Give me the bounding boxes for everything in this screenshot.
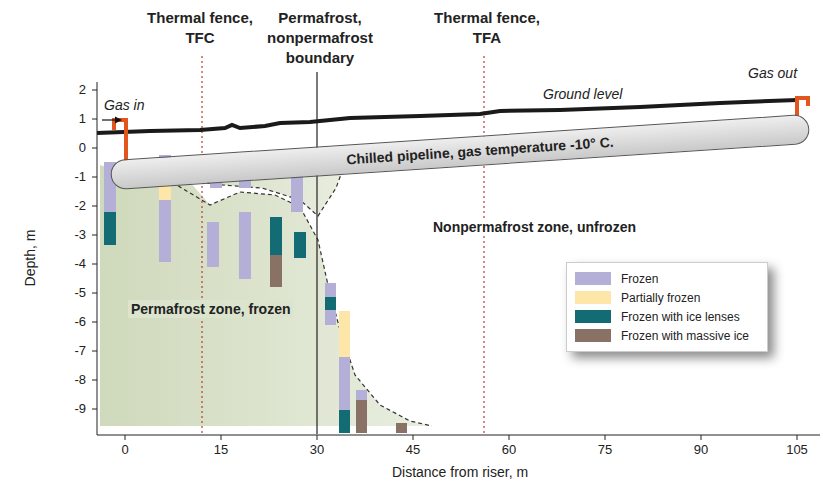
legend-text: Frozen with ice lenses <box>621 310 740 324</box>
tick-label: 1 <box>79 110 86 128</box>
axis-title: Depth, m <box>21 230 39 287</box>
legend-swatch <box>575 310 611 323</box>
legend-text: Frozen with massive ice <box>621 329 749 343</box>
tick-label: -6 <box>74 313 86 331</box>
pipeline-shape: Chilled pipeline, gas temperature -10° C… <box>110 114 810 190</box>
legend-text: Frozen <box>621 272 658 286</box>
legend-row: Frozen with ice lenses <box>575 307 759 326</box>
legend-text: Partially frozen <box>621 291 700 305</box>
tick-label: 75 <box>598 441 612 459</box>
tick-label: -1 <box>74 168 86 186</box>
tick-label: 0 <box>121 441 128 459</box>
tick-label: -7 <box>74 342 86 360</box>
node-text: Permafrost zone, frozen <box>131 301 290 317</box>
column-heading: Thermal fence, TFC <box>139 8 261 48</box>
legend-row: Frozen with massive ice <box>575 326 759 345</box>
tick-label: -8 <box>74 371 86 389</box>
line-label: Ground level <box>543 85 622 103</box>
zone-label: Nonpermafrost zone, unfrozen <box>430 218 639 236</box>
tick-label: -2 <box>74 197 86 215</box>
tick-label: -4 <box>74 255 86 273</box>
tick-label: 2 <box>79 81 86 99</box>
flow-label: Gas in <box>104 96 144 114</box>
tick-label: 30 <box>310 441 324 459</box>
tick-label: 45 <box>406 441 420 459</box>
column-heading: Permafrost, nonpermafrost boundary <box>259 8 381 68</box>
node-text: Chilled pipeline, gas temperature -10° C… <box>346 134 614 168</box>
tick-label: 105 <box>786 441 808 459</box>
legend-row: Frozen <box>575 269 759 288</box>
tick-label: 0 <box>79 139 86 157</box>
legend-swatch <box>575 291 611 304</box>
legend-box: FrozenPartially frozenFrozen with ice le… <box>566 262 768 352</box>
flow-label: Gas out <box>748 64 797 82</box>
tick-label: 60 <box>502 441 516 459</box>
column-heading: Thermal fence, TFA <box>426 8 548 48</box>
tick-label: -3 <box>74 226 86 244</box>
axis-title: Distance from riser, m <box>392 463 528 481</box>
tick-label: 90 <box>694 441 708 459</box>
legend-row: Partially frozen <box>575 288 759 307</box>
tick-label: -9 <box>74 400 86 418</box>
legend-swatch <box>575 329 611 342</box>
permafrost-zone: Permafrost zone, frozen <box>128 300 293 318</box>
tick-label: -5 <box>74 284 86 302</box>
legend-swatch <box>575 272 611 285</box>
tick-label: 15 <box>214 441 228 459</box>
